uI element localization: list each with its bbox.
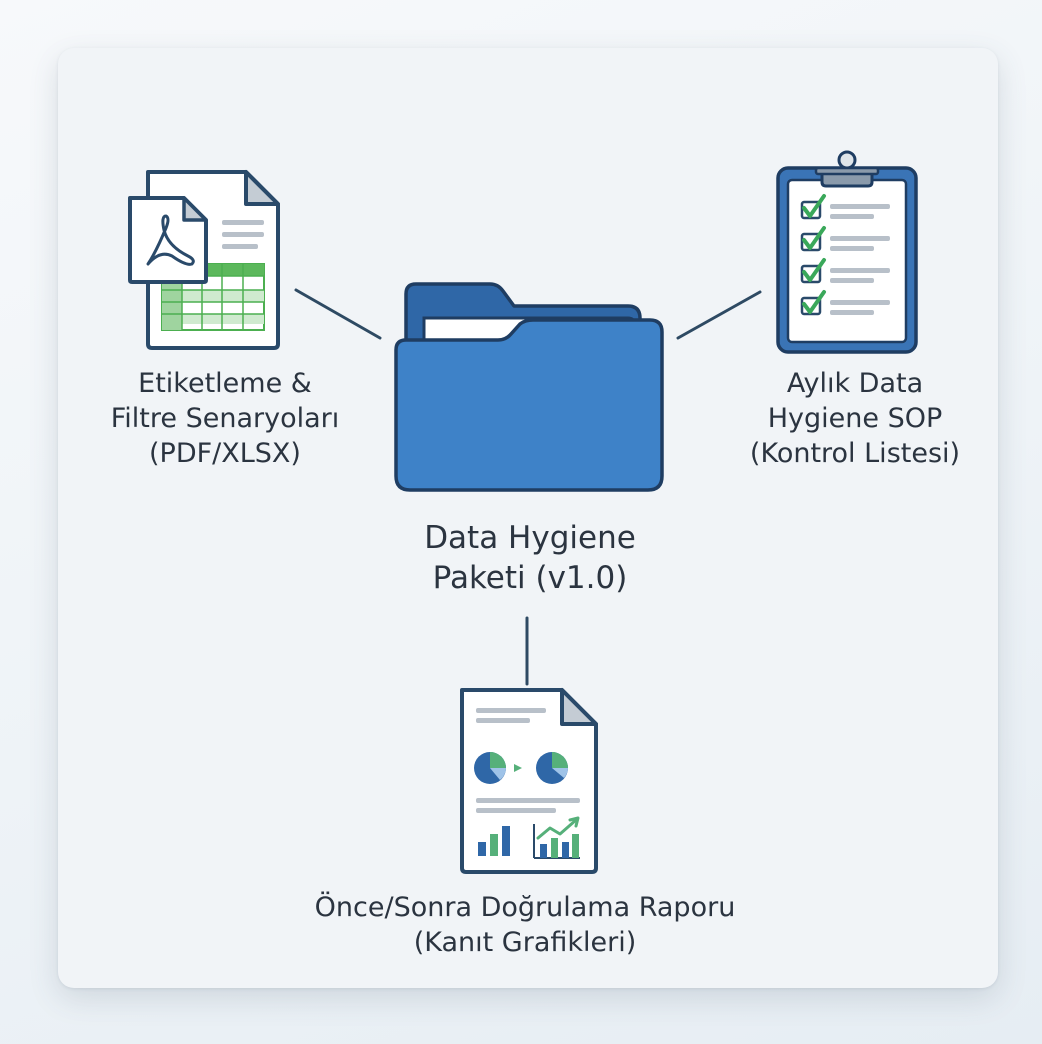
left-node-line1: Etiketleme &	[138, 368, 312, 399]
right-node-line3: (Kontrol Listesi)	[749, 438, 961, 470]
connector-right	[676, 290, 762, 340]
right-node-label: Aylık Data Hygiene SOP (Kontrol Listesi)	[690, 366, 1020, 471]
bottom-node-line1: Önce/Sonra Doğrulama Raporu	[314, 892, 736, 923]
left-node-line3: (PDF/XLSX)	[149, 438, 301, 470]
bottom-node-label: Önce/Sonra Doğrulama Raporu (Kanıt Grafi…	[210, 890, 840, 960]
bottom-node-line2: (Kanıt Grafikleri)	[413, 927, 637, 959]
left-node-line2: Filtre Senaryoları	[110, 403, 340, 435]
right-node-line2: Hygiene SOP	[767, 403, 943, 435]
report-charts-document-icon	[456, 686, 602, 876]
right-node-line1: Aylık Data	[786, 368, 924, 399]
center-node-line2: Paketi (v1.0)	[432, 560, 628, 597]
left-node-label: Etiketleme & Filtre Senaryoları (PDF/XLS…	[60, 366, 390, 471]
connector-left	[294, 288, 382, 340]
center-node-label: Data Hygiene Paketi (v1.0)	[340, 518, 720, 599]
center-node-line1: Data Hygiene	[424, 520, 636, 556]
pdf-spreadsheet-document-icon	[126, 168, 286, 350]
folder-icon	[388, 278, 670, 498]
clipboard-checklist-icon	[772, 146, 922, 356]
